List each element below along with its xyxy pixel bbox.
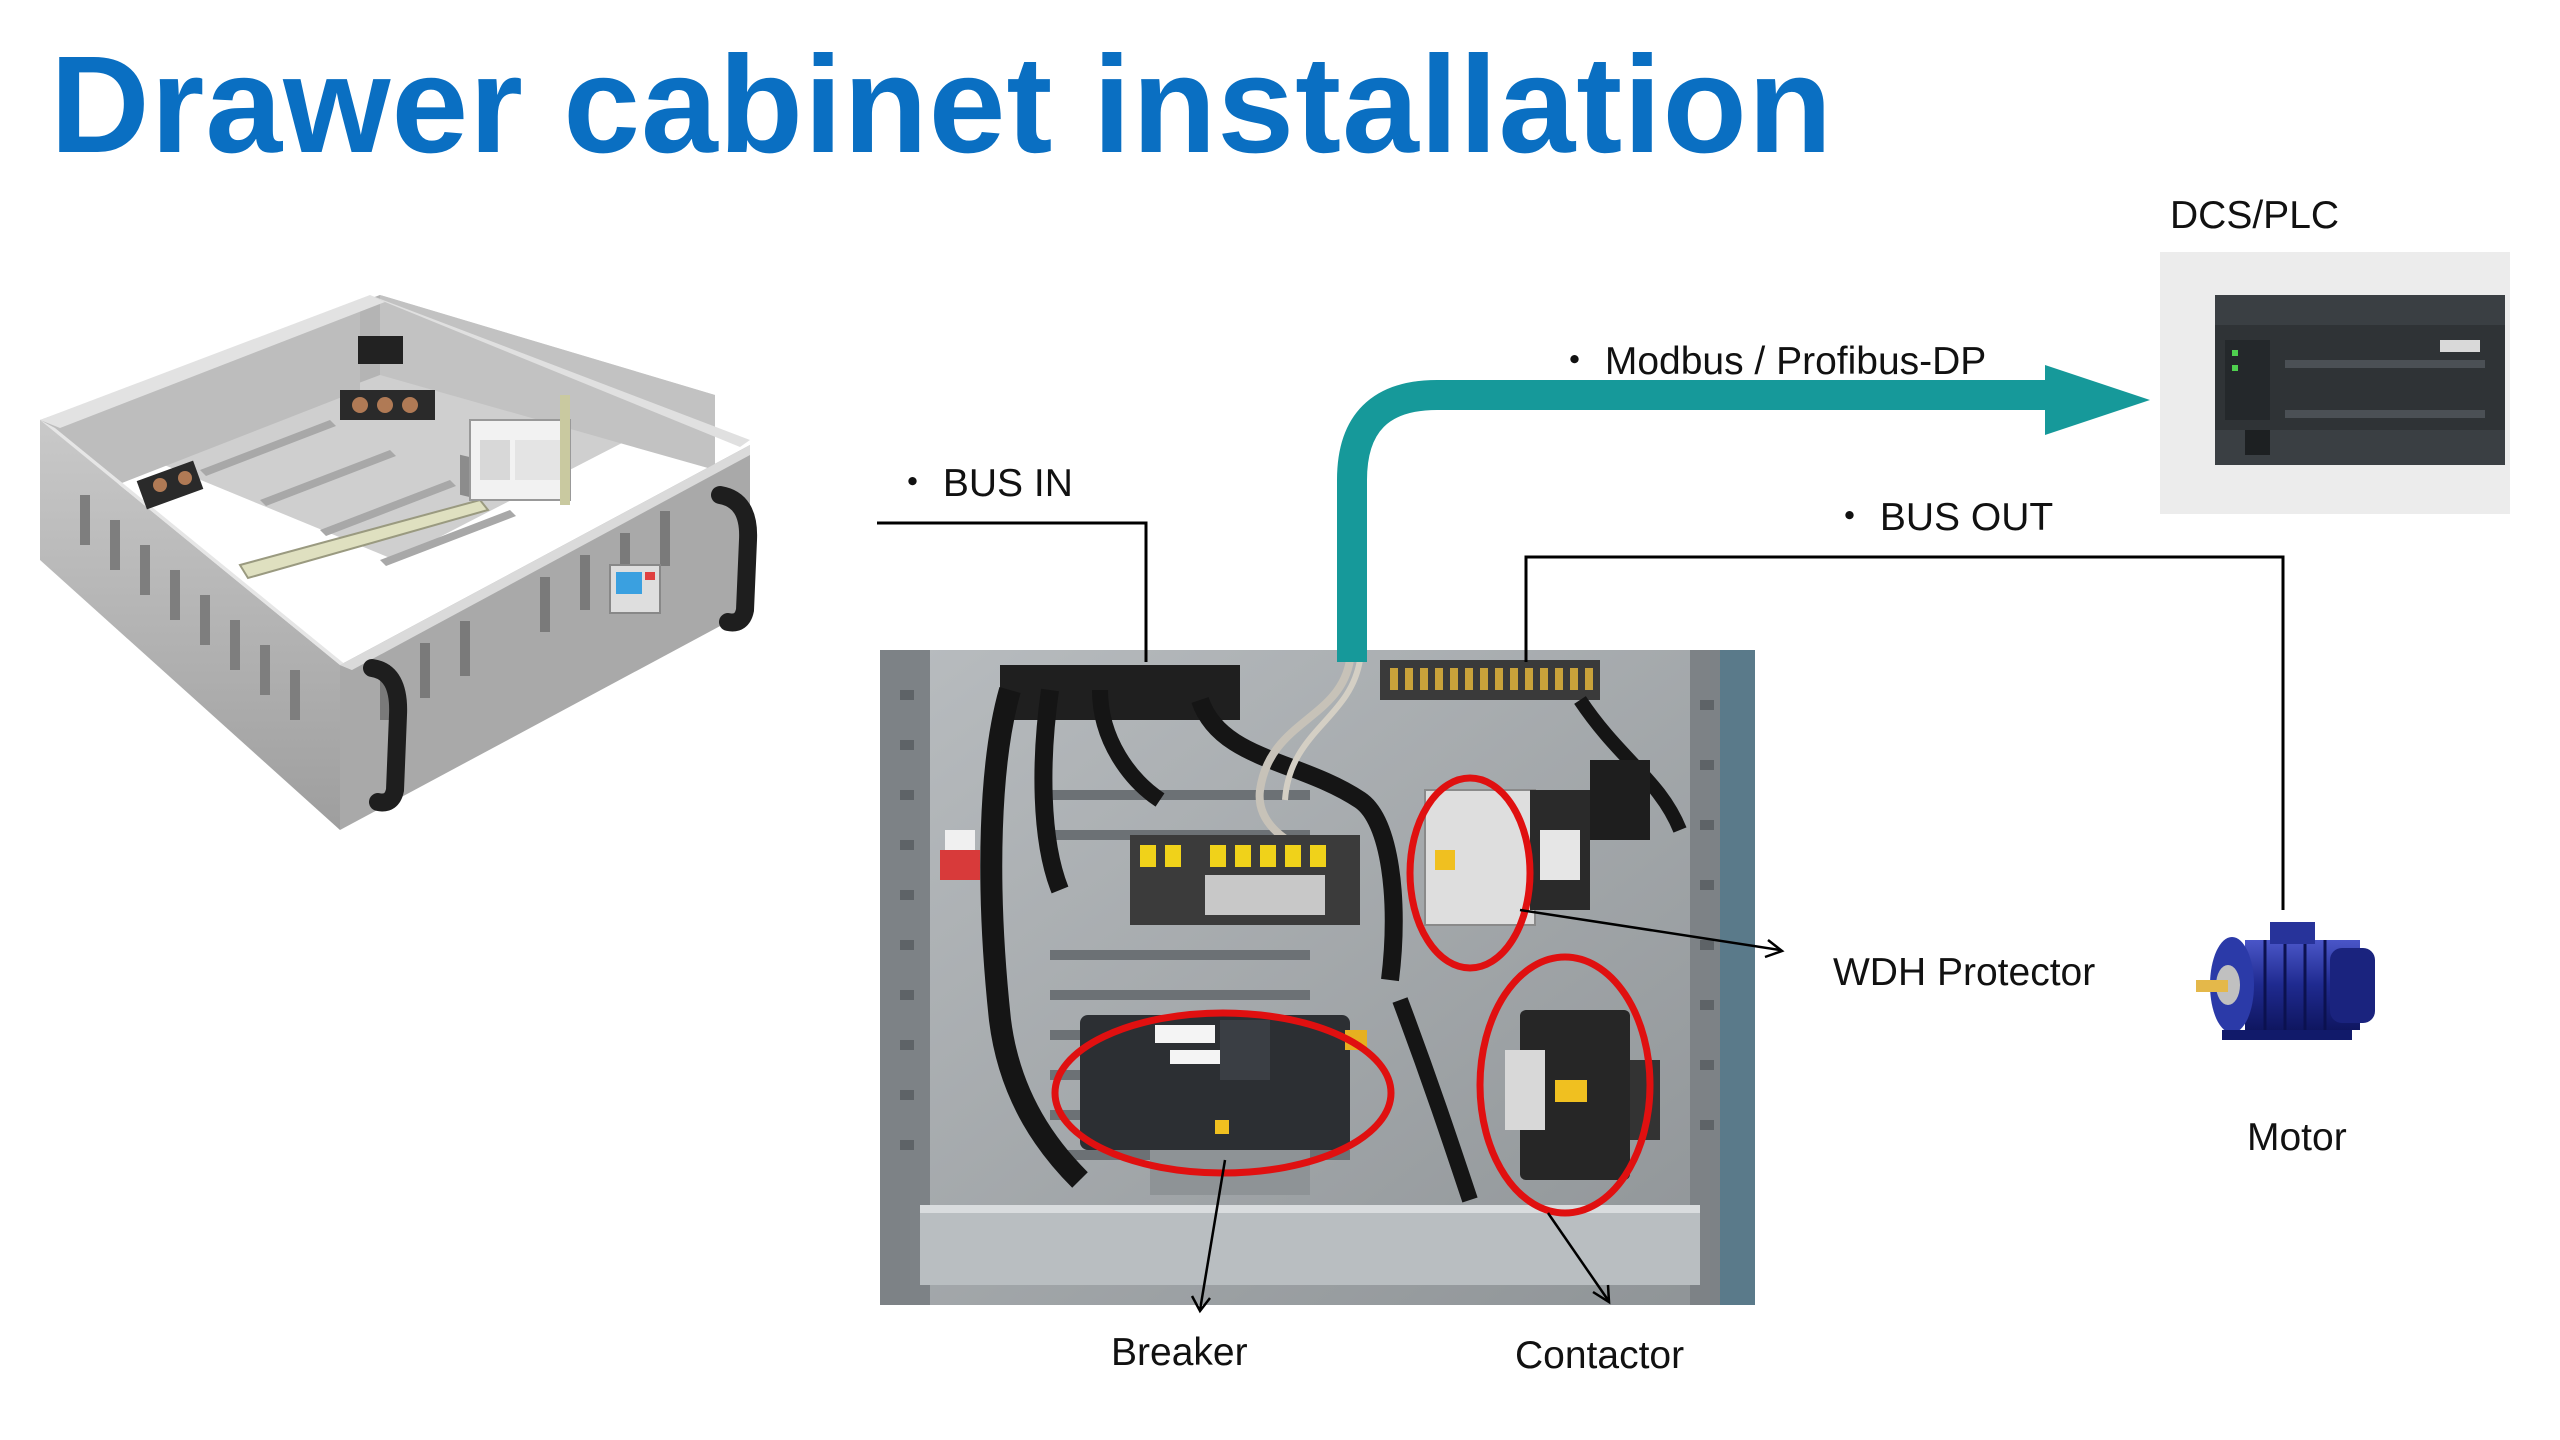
modbus-label: ・ Modbus / Profibus-DP [1555, 340, 1987, 383]
connection-lines [877, 521, 2285, 910]
wdh-protector-label: WDH Protector [1833, 951, 2096, 994]
bus-in-line [877, 521, 1148, 662]
contactor-label: Contactor [1515, 1334, 1685, 1377]
breaker-label: Breaker [1111, 1331, 1248, 1374]
wdh-protector-highlight [1406, 774, 1534, 972]
contactor-highlight [1476, 953, 1654, 1217]
motor-photo [2196, 922, 2375, 1040]
cabinet-interior-photo [880, 650, 1755, 1305]
bus-out-line [1524, 555, 2285, 910]
bus-in-label: ・ BUS IN [893, 462, 1073, 505]
plc-unit-photo [2160, 252, 2510, 514]
bus-out-label: ・ BUS OUT [1830, 496, 2054, 539]
dcs-plc-label: DCS/PLC [2170, 194, 2340, 237]
page-title: Drawer cabinet installation [50, 28, 1834, 182]
modbus-arrow [1337, 365, 2150, 662]
motor-label: Motor [2247, 1116, 2347, 1159]
drawer-cabinet-render [40, 295, 758, 830]
leader-arrows [1190, 908, 1785, 1314]
